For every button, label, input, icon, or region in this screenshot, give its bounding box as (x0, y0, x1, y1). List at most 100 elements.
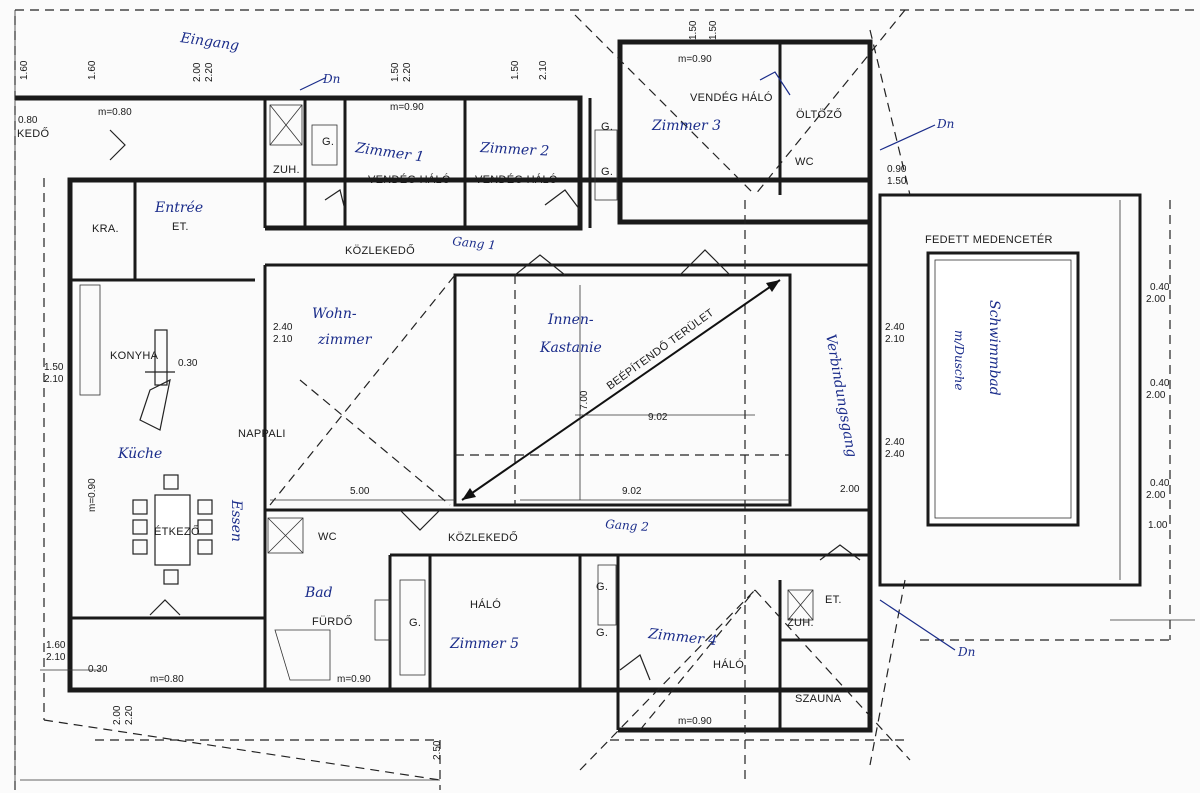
dim-160b: 1.60 (87, 60, 98, 80)
dim-m090d: m=0.90 (337, 674, 371, 685)
dim-902a: 9.02 (648, 412, 668, 423)
label-fedett-medencter: FEDETT MEDENCETÉR (925, 233, 1053, 246)
boundary-dash-bottom (43, 719, 441, 781)
dim-150e: 1.50 (44, 362, 64, 373)
dim-160a: 1.60 (19, 60, 30, 80)
label-g-6: G. (596, 627, 608, 639)
hand-dn-2: Dn (936, 117, 954, 131)
roof-diag-7 (754, 589, 911, 761)
house-outline (67, 177, 873, 693)
label-g-2: G. (601, 121, 613, 133)
label-g-5: G. (596, 581, 608, 593)
label-vendeg-halo-2: VENDÉG HÁLÓ (475, 173, 558, 186)
label-et-2: ET. (825, 594, 842, 606)
roof-diag-9 (869, 579, 906, 766)
dim-m090a: m=0.90 (390, 102, 424, 113)
courtyard-arrow-head-1 (766, 280, 780, 292)
top-wing-wall (15, 95, 583, 231)
hand-zimmer-2: Zimmer 2 (479, 140, 550, 160)
dim-040c: 0.40 (1150, 478, 1170, 489)
pool-hall-wall (878, 193, 1142, 587)
fixtures (79, 104, 814, 681)
dim-200a: 2.00 (192, 62, 203, 82)
hand-schwimmbad: Schwimmbad (986, 300, 1002, 396)
pool-water-edge (934, 259, 1072, 519)
dim-m090b: m=0.90 (678, 54, 712, 65)
hand-zimmer-5: Zimmer 5 (449, 636, 519, 652)
hand-gang-2: Gang 2 (605, 517, 649, 534)
dim-150d: 1.50 (708, 20, 719, 40)
dining-table (132, 474, 213, 585)
hand-entree: Entrée (154, 200, 203, 216)
label-beepitendo: BEÉPÍTENDŐ TERÜLET (604, 305, 717, 392)
dim-150a: 1.50 (390, 62, 401, 82)
hand-bad: Bad (304, 585, 333, 601)
hand-wohnzimmer-b: zimmer (317, 332, 373, 348)
label-oltozo: ÖLTÖZŐ (796, 107, 842, 121)
roof-diag-4 (269, 274, 456, 506)
label-szauna: SZAUNA (795, 693, 842, 705)
hand-mit-dusche: m/Dusche (952, 330, 966, 390)
dim-240d: 2.40 (885, 449, 905, 460)
dim-200c: 2.00 (1146, 294, 1166, 305)
dim-240b: 2.40 (885, 322, 905, 333)
label-g-4: G. (409, 617, 421, 629)
dim-090a: 0.90 (887, 164, 907, 175)
hand-essen: Essen (228, 499, 244, 542)
dim-220c: 2.20 (124, 705, 135, 725)
label-nappali: NAPPALI (238, 428, 286, 440)
dim-040b: 0.40 (1150, 378, 1170, 389)
hand-dn-1: Dn (322, 72, 340, 86)
dim-m080a: m=0.80 (98, 107, 132, 118)
label-kozlekedo-2: KÖZLEKEDŐ (448, 530, 518, 544)
label-g-3: G. (601, 166, 613, 178)
label-wc-1: WC (795, 156, 814, 168)
dim-210d: 2.10 (885, 334, 905, 345)
courtyard-arrow-head-2 (462, 488, 476, 500)
label-kra: KRA. (92, 223, 119, 235)
roof-diag-8 (579, 589, 756, 771)
hand-innen-b: Kastanie (539, 340, 602, 356)
dim-500: 5.00 (350, 486, 370, 497)
dim-150f: 1.50 (887, 176, 907, 187)
dim-200d: 2.00 (1146, 390, 1166, 401)
label-et: ET. (172, 221, 189, 233)
dim-210a: 2.10 (538, 60, 549, 80)
dim-m090c: m=0.90 (87, 478, 98, 512)
hand-zimmer-1: Zimmer 1 (353, 140, 425, 166)
dim-210e: 2.10 (46, 652, 66, 663)
roof-diag-5 (299, 379, 451, 506)
label-halo-1: HÁLÓ (470, 598, 501, 611)
label-wc-2: WC (318, 531, 337, 543)
label-vendeg-halo-1: VENDÉG HÁLÓ (368, 173, 451, 186)
dim-200f: 2.00 (112, 705, 123, 725)
room4-wall-bottom (618, 690, 873, 733)
dim-160c: 1.60 (46, 640, 66, 651)
label-zuh-1: ZUH. (273, 164, 300, 176)
dim-030a: 0.30 (178, 358, 198, 369)
dim-250: 2.50 (432, 740, 443, 760)
label-kedo: KEDŐ (17, 126, 50, 140)
dim-210b: 2.10 (44, 374, 64, 385)
hand-gang-1: Gang 1 (452, 234, 497, 252)
dim-240c: 2.40 (885, 437, 905, 448)
dim-210c: 2.10 (273, 334, 293, 345)
hand-zimmer-4: Zimmer 4 (647, 626, 718, 649)
pool-basin (926, 251, 1080, 527)
dim-240a: 2.40 (273, 322, 293, 333)
hand-eingang: Eingang (178, 30, 240, 54)
dim-220a: 2.20 (204, 62, 215, 82)
label-kozlekedo-1: KÖZLEKEDŐ (345, 243, 415, 257)
label-etkezo: ÉTKEZŐ (154, 524, 200, 538)
label-zuh-2: ZUH. (787, 617, 814, 629)
roof-diag-3 (869, 29, 911, 196)
hand-zimmer-3: Zimmer 3 (651, 118, 721, 134)
courtyard-walls (453, 273, 792, 507)
hand-dn-3: Dn (957, 645, 975, 659)
label-halo-2: HÁLÓ (713, 658, 744, 671)
dim-200b: 2.00 (840, 484, 860, 495)
dim-150c: 1.50 (688, 20, 699, 40)
dim-040a: 0.40 (1150, 282, 1170, 293)
